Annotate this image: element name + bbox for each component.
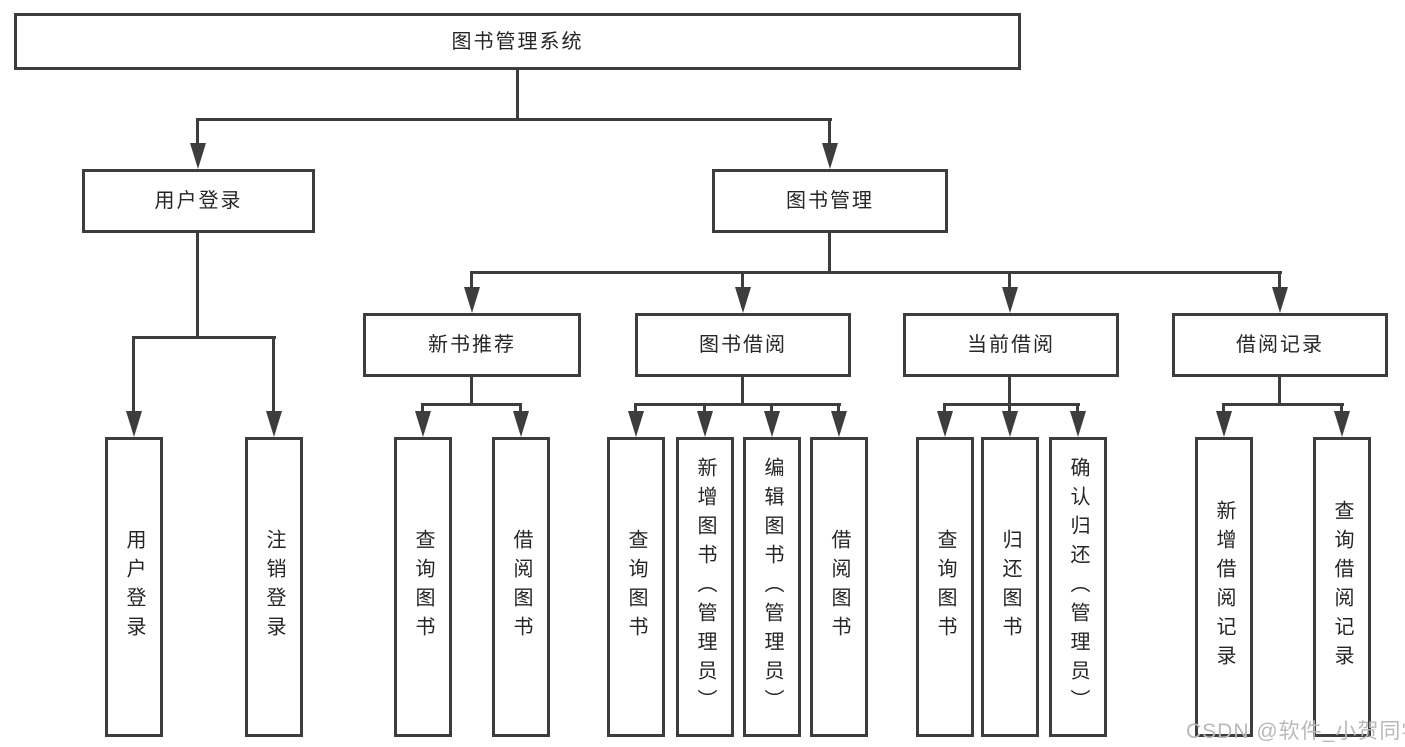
node-library-management-system: 图书管理系统	[14, 13, 1021, 70]
connector-line	[516, 70, 519, 120]
connector-line	[1222, 403, 1344, 406]
arrowhead-icon	[697, 411, 713, 437]
node-label: 注销登录	[263, 529, 285, 645]
connector-line	[1222, 403, 1225, 413]
connector-line	[519, 403, 522, 413]
connector-line	[196, 233, 199, 338]
node-current-borrowing: 当前借阅	[903, 313, 1119, 377]
node-label: 查询借阅记录	[1331, 500, 1353, 674]
connector-line	[196, 118, 832, 121]
leaf-confirm-return-admin: 确认归还（管理员）	[1049, 437, 1107, 737]
arrowhead-icon	[831, 411, 847, 437]
node-user-login: 用户登录	[82, 169, 315, 233]
connector-line	[741, 271, 744, 289]
leaf-add-borrow-record: 新增借阅记录	[1195, 437, 1253, 737]
node-label: 借阅图书	[828, 529, 850, 645]
node-label: 查询图书	[412, 529, 434, 645]
arrowhead-icon	[937, 411, 953, 437]
connector-line	[196, 118, 199, 145]
node-borrowing-records: 借阅记录	[1172, 313, 1388, 377]
connector-line	[470, 377, 473, 405]
connector-line	[943, 403, 946, 413]
connector-line	[634, 403, 841, 406]
connector-line	[837, 403, 840, 413]
arrowhead-icon	[266, 411, 282, 437]
leaf-query-borrow-record: 查询借阅记录	[1313, 437, 1371, 737]
csdn-watermark: CSDN @软件_小贺同学	[1186, 720, 1405, 743]
node-new-book-recommendation: 新书推荐	[363, 313, 581, 377]
connector-line	[421, 403, 521, 406]
arrowhead-icon	[464, 287, 480, 313]
node-book-borrowing: 图书借阅	[635, 313, 851, 377]
connector-line	[1008, 377, 1011, 405]
node-label: 新增借阅记录	[1213, 500, 1235, 674]
connector-line	[1340, 403, 1343, 413]
arrowhead-icon	[822, 143, 838, 169]
node-label: 借阅图书	[510, 529, 532, 645]
leaf-borrow-books: 借阅图书	[810, 437, 868, 737]
node-label: 确认归还（管理员）	[1067, 456, 1089, 718]
connector-line	[272, 336, 275, 413]
connector-line	[943, 403, 1080, 406]
node-label: 图书管理	[786, 190, 874, 212]
connector-line	[1278, 377, 1281, 405]
arrowhead-icon	[190, 143, 206, 169]
connector-line	[1008, 403, 1011, 413]
arrowhead-icon	[1334, 411, 1350, 437]
node-label: 图书管理系统	[451, 30, 584, 53]
arrowhead-icon	[1002, 411, 1018, 437]
leaf-add-books-admin: 新增图书（管理员）	[676, 437, 734, 737]
arrowhead-icon	[1070, 411, 1086, 437]
node-label: 查询图书	[934, 529, 956, 645]
connector-line	[1008, 271, 1011, 289]
leaf-query-books-recommend: 查询图书	[394, 437, 452, 737]
arrowhead-icon	[415, 411, 431, 437]
node-label: 借阅记录	[1236, 334, 1324, 356]
arrowhead-icon	[735, 287, 751, 313]
connector-line	[770, 403, 773, 413]
node-label: 用户登录	[123, 529, 145, 645]
arrowhead-icon	[513, 411, 529, 437]
node-label: 归还图书	[999, 529, 1021, 645]
node-label: 用户登录	[154, 190, 243, 212]
leaf-edit-books-admin: 编辑图书（管理员）	[743, 437, 801, 737]
node-label: 新书推荐	[428, 334, 516, 356]
connector-line	[470, 271, 1282, 274]
leaf-return-books: 归还图书	[981, 437, 1039, 737]
connector-line	[828, 233, 831, 273]
node-label: 当前借阅	[967, 334, 1055, 356]
connector-line	[132, 336, 276, 339]
leaf-user-login: 用户登录	[105, 437, 163, 737]
connector-line	[470, 271, 473, 289]
connector-line	[703, 403, 706, 413]
arrowhead-icon	[126, 411, 142, 437]
connector-line	[634, 403, 637, 413]
leaf-query-books-borrowing: 查询图书	[607, 437, 665, 737]
connector-line	[132, 336, 135, 413]
connector-line	[1076, 403, 1079, 413]
arrowhead-icon	[1216, 411, 1232, 437]
node-label: 编辑图书（管理员）	[761, 456, 783, 718]
arrowhead-icon	[764, 411, 780, 437]
connector-line	[421, 403, 424, 413]
connector-line	[741, 377, 744, 405]
arrowhead-icon	[1272, 287, 1288, 313]
connector-line	[828, 118, 831, 145]
arrowhead-icon	[628, 411, 644, 437]
leaf-query-books-current: 查询图书	[916, 437, 974, 737]
node-book-management: 图书管理	[712, 169, 948, 233]
connector-line	[1278, 271, 1281, 289]
arrowhead-icon	[1002, 287, 1018, 313]
node-label: 图书借阅	[699, 334, 787, 356]
leaf-borrow-books-recommend: 借阅图书	[492, 437, 550, 737]
node-label: 查询图书	[625, 529, 647, 645]
node-label: 新增图书（管理员）	[694, 456, 716, 718]
leaf-logout: 注销登录	[245, 437, 303, 737]
